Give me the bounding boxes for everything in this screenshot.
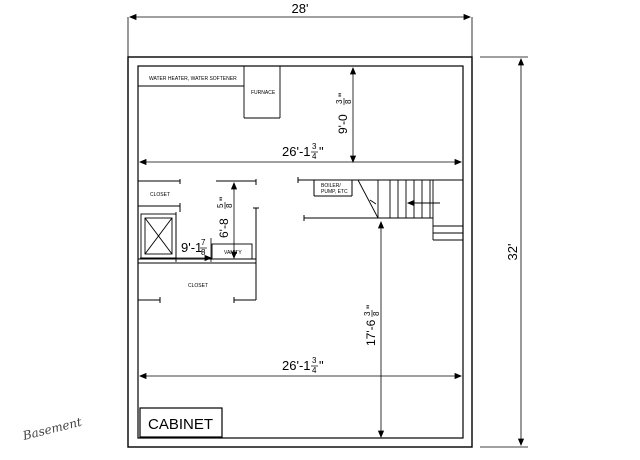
lower-depth-dimension xyxy=(377,220,385,439)
bath-depth-dimension xyxy=(230,181,238,260)
upper-width-dimension xyxy=(138,158,463,166)
furnace-label: FURNACE xyxy=(251,90,276,96)
svg-text:17'-6: 17'-6 xyxy=(364,319,378,346)
svg-text:": " xyxy=(319,144,324,159)
overall-width-dimension xyxy=(127,13,473,60)
top-room-height-dimension xyxy=(349,66,357,164)
shower xyxy=(140,212,177,262)
svg-text:": " xyxy=(364,305,378,309)
svg-text:8: 8 xyxy=(372,311,381,316)
svg-text:8: 8 xyxy=(225,203,234,208)
cabinet-box xyxy=(139,407,223,438)
water-heater-label: WATER HEATER, WATER SOFTENER xyxy=(149,76,237,82)
svg-text:6'-8: 6'-8 xyxy=(217,218,231,238)
svg-text:": " xyxy=(217,197,231,201)
svg-text:4: 4 xyxy=(312,152,317,161)
exterior-walls xyxy=(127,56,473,448)
svg-text:8: 8 xyxy=(201,248,206,257)
overall-width-label: 28' xyxy=(292,1,309,16)
boiler-label-line1: BOILER/ xyxy=(321,183,341,189)
bath-width-dimension xyxy=(140,238,213,262)
staircase xyxy=(357,179,463,241)
closet-lower-label: CLOSET xyxy=(188,283,208,289)
upper-width-label: 26'-1 3 4 " xyxy=(282,142,324,161)
svg-text:8: 8 xyxy=(344,99,353,104)
lower-width-label: 26'-1 3 4 " xyxy=(282,356,324,375)
svg-text:3: 3 xyxy=(312,142,317,151)
svg-text:3: 3 xyxy=(363,311,372,316)
vanity xyxy=(211,243,253,260)
overall-depth-dimension xyxy=(480,56,528,448)
utility-area xyxy=(138,66,281,119)
bath-depth-label: 6'-8 5 8 " xyxy=(216,197,234,238)
svg-text:9'-0: 9'-0 xyxy=(336,114,350,134)
closet-upper-label: CLOSET xyxy=(150,192,170,198)
svg-text:5: 5 xyxy=(216,203,225,208)
lower-width-dimension xyxy=(138,372,463,380)
svg-text:9'-1: 9'-1 xyxy=(181,240,202,255)
basement-signature: Basement xyxy=(20,415,83,443)
svg-text:26'-1: 26'-1 xyxy=(282,358,311,373)
svg-text:3: 3 xyxy=(312,356,317,365)
svg-text:26'-1: 26'-1 xyxy=(282,144,311,159)
cabinet-label: CABINET xyxy=(148,416,213,433)
svg-text:3: 3 xyxy=(335,99,344,104)
svg-text:": " xyxy=(319,358,324,373)
svg-text:": " xyxy=(336,93,350,97)
mechanical-walls xyxy=(297,177,463,221)
bath-width-label: 9'-1 7 8 xyxy=(181,238,207,257)
svg-text:4: 4 xyxy=(312,366,317,375)
overall-depth-label: 32' xyxy=(505,244,520,261)
lower-depth-label: 17'-6 3 8 " xyxy=(363,305,381,346)
top-room-height-label: 9'-0 3 8 " xyxy=(335,93,353,134)
svg-text:7: 7 xyxy=(201,238,206,247)
boiler-label-line2: PUMP, ETC xyxy=(321,189,348,195)
